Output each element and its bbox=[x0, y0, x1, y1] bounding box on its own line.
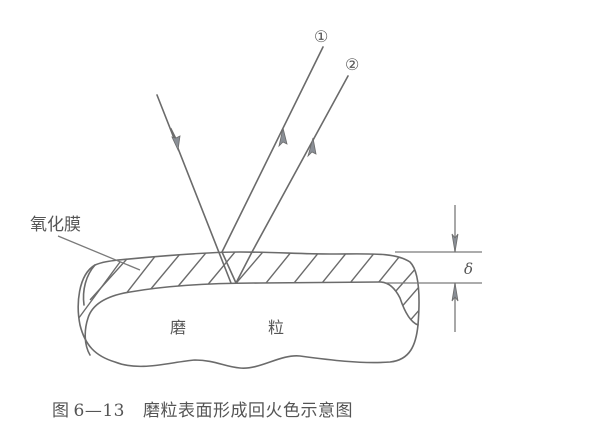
reflected-ray-1 bbox=[221, 46, 324, 253]
grain-label-left: 磨 bbox=[170, 318, 186, 337]
dimension-arrow-down-icon bbox=[451, 233, 459, 253]
reflected-ray-2 bbox=[251, 75, 349, 253]
ray-1-arrow-icon bbox=[278, 127, 288, 148]
grain-label-right: 粒 bbox=[268, 318, 284, 337]
caption-title: 磨粒表面形成回火色示意图 bbox=[142, 401, 353, 421]
thickness-delta-label: δ bbox=[464, 260, 473, 278]
oxide-film-leader-line bbox=[57, 235, 141, 271]
dimension-arrow-up-icon bbox=[451, 282, 459, 302]
oxide-film-label: 氧化膜 bbox=[30, 215, 81, 235]
refracted-ray-in-film bbox=[221, 251, 253, 284]
caption-prefix: 图 bbox=[52, 401, 70, 421]
film-inner-boundary bbox=[84, 281, 419, 356]
incident-arrow-icon bbox=[170, 127, 181, 152]
caption-number: 6—13 bbox=[73, 401, 125, 421]
ray-1-label: ① bbox=[314, 27, 328, 46]
incident-ray bbox=[156, 94, 232, 284]
ray-2-arrow-icon bbox=[307, 137, 317, 158]
film-left-edge bbox=[82, 264, 96, 306]
ray-2-label: ② bbox=[345, 55, 359, 74]
grain-outer-outline bbox=[77, 251, 420, 369]
